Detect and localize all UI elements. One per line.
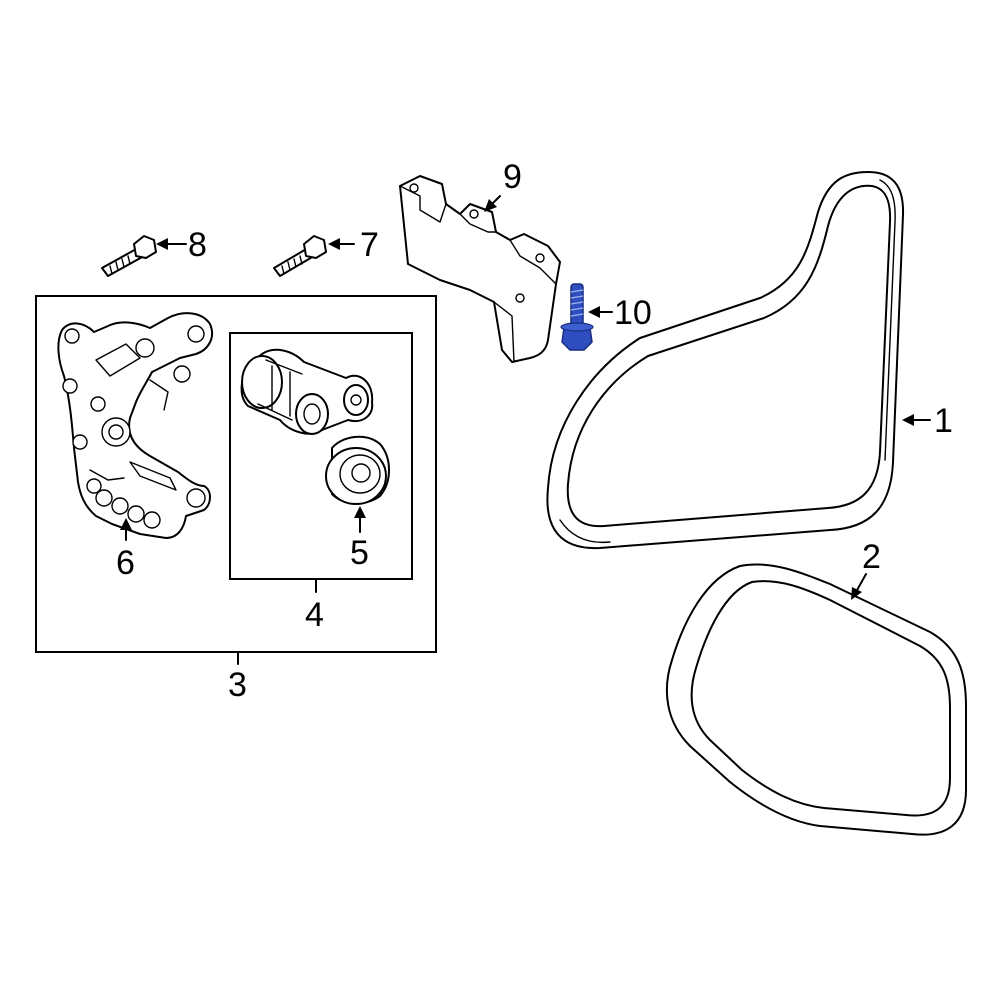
callout-2: 2 [862, 538, 881, 576]
callout-4: 4 [305, 596, 324, 634]
tensioner-assembly[interactable] [240, 348, 374, 435]
idler-pulley[interactable] [325, 435, 390, 505]
belt-small[interactable] [665, 563, 967, 836]
callout-5: 5 [350, 534, 369, 572]
callout-9: 9 [503, 158, 522, 196]
callout-3: 3 [228, 666, 247, 704]
bracket-9[interactable] [399, 175, 561, 363]
callout-7: 7 [360, 226, 379, 264]
bolt-7[interactable] [273, 235, 327, 277]
callout-1: 1 [934, 402, 953, 440]
leader-lines [120, 195, 931, 665]
assembly-box-3 [35, 295, 437, 653]
callout-6: 6 [116, 544, 135, 582]
callout-8: 8 [188, 226, 207, 264]
belt-large[interactable] [546, 171, 905, 550]
bolt-10-highlighted[interactable] [560, 283, 594, 351]
mounting-bracket[interactable] [57, 312, 214, 539]
tensioner-box-4 [229, 332, 413, 580]
callout-10: 10 [614, 294, 652, 332]
bolt-8[interactable] [101, 235, 157, 277]
